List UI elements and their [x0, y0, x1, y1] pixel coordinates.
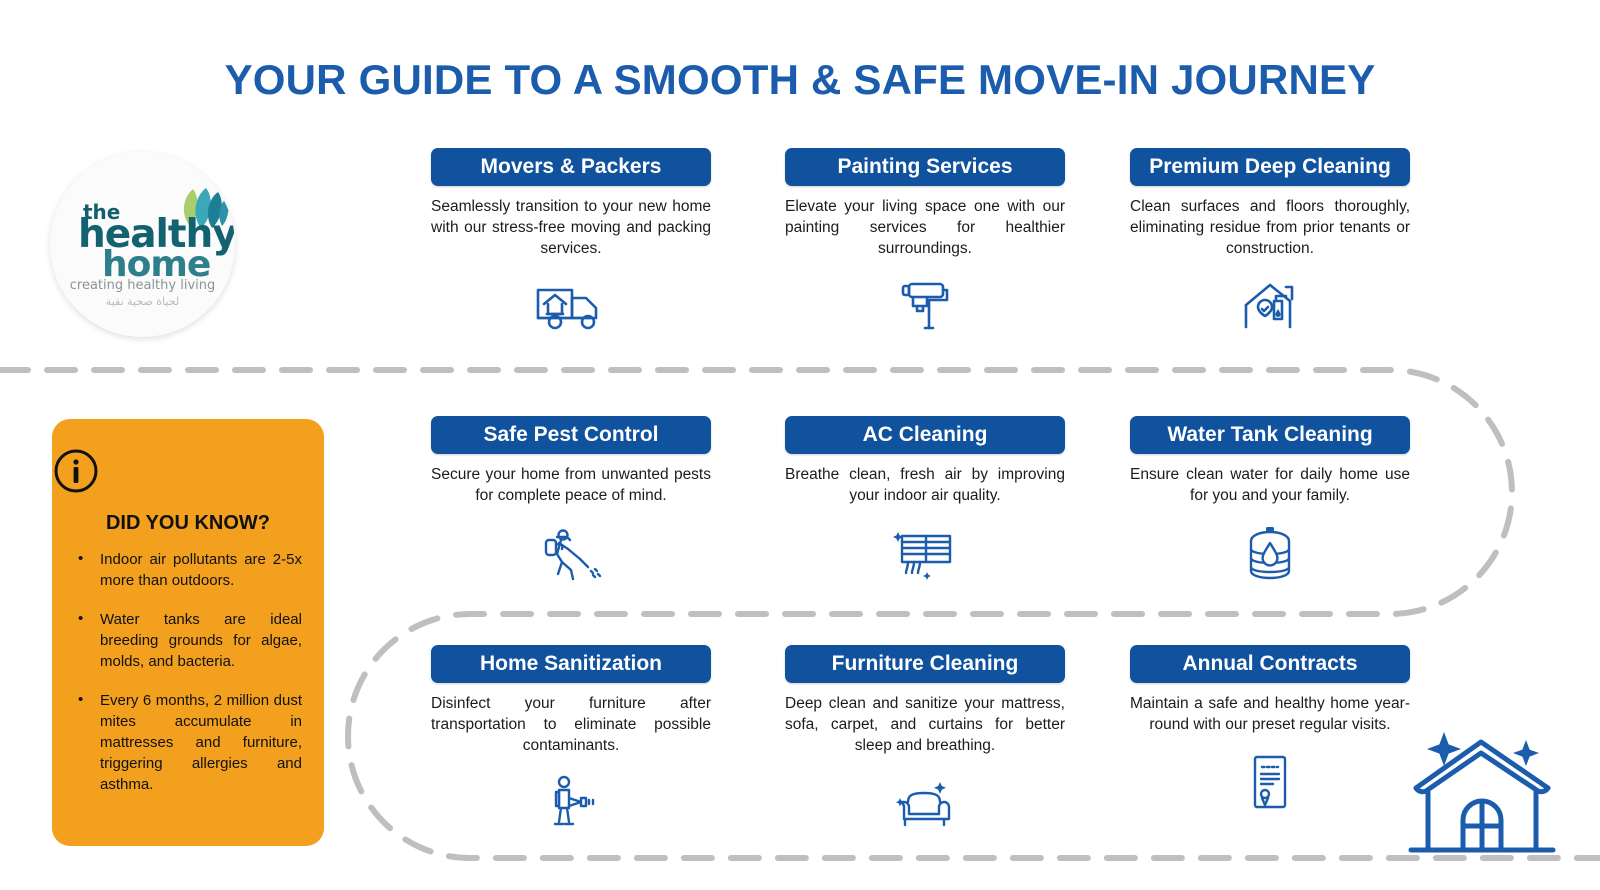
card-description: Disinfect your furniture after transport…	[431, 695, 711, 754]
contract-document-icon	[1130, 751, 1410, 813]
card-title: Water Tank Cleaning	[1130, 416, 1410, 454]
butterfly-leaf-icon	[183, 188, 229, 228]
pest-sprayer-worker-icon	[431, 522, 711, 584]
card-title: Premium Deep Cleaning	[1130, 148, 1410, 186]
list-item: Water tanks are ideal breeding grounds f…	[74, 608, 302, 672]
house-spray-bottle-icon	[1130, 275, 1410, 337]
did-you-know-heading: DID YOU KNOW?	[105, 512, 271, 534]
card-title: Furniture Cleaning	[785, 645, 1065, 683]
logo-tagline: creating healthy living	[69, 278, 216, 293]
card-description: Ensure clean water for daily home use fo…	[1130, 466, 1410, 504]
card-title: Annual Contracts	[1130, 645, 1410, 683]
card-description: Clean surfaces and floors thoroughly, el…	[1130, 198, 1410, 257]
list-item: Every 6 months, 2 million dust mites acc…	[74, 689, 302, 795]
moving-truck-icon	[431, 275, 711, 337]
card-title: Movers & Packers	[431, 148, 711, 186]
did-you-know-list: Indoor air pollutants are 2-5x more than…	[52, 548, 324, 795]
card-description: Secure your home from unwanted pests for…	[431, 466, 711, 504]
service-card-painting-services[interactable]: Painting Services Elevate your living sp…	[785, 148, 1065, 337]
service-card-annual-contracts[interactable]: Annual Contracts Maintain a safe and hea…	[1130, 645, 1410, 813]
card-title: AC Cleaning	[785, 416, 1065, 454]
card-title: Painting Services	[785, 148, 1065, 186]
service-card-safe-pest-control[interactable]: Safe Pest Control Secure your home from …	[431, 416, 711, 584]
logo-word-home: home	[102, 244, 211, 285]
card-title: Home Sanitization	[431, 645, 711, 683]
service-card-home-sanitization[interactable]: Home Sanitization Disinfect your furnitu…	[431, 645, 711, 834]
service-card-premium-deep-cleaning[interactable]: Premium Deep Cleaning Clean surfaces and…	[1130, 148, 1410, 337]
service-card-movers-packers[interactable]: Movers & Packers Seamlessly transition t…	[431, 148, 711, 337]
water-tank-droplet-icon	[1130, 522, 1410, 584]
card-description: Deep clean and sanitize your mattress, s…	[785, 695, 1065, 754]
service-card-furniture-cleaning[interactable]: Furniture Cleaning Deep clean and saniti…	[785, 645, 1065, 834]
card-description: Seamlessly transition to your new home w…	[431, 198, 711, 257]
service-card-ac-cleaning[interactable]: AC Cleaning Breathe clean, fresh air by …	[785, 416, 1065, 584]
card-description: Breathe clean, fresh air by improving yo…	[785, 466, 1065, 504]
sparkling-sofa-icon	[785, 772, 1065, 834]
logo-tagline-arabic: لحياة صحية نقية	[105, 295, 180, 308]
sanitization-fogger-worker-icon	[431, 772, 711, 834]
company-logo: the healthy home creating healthy living…	[50, 152, 235, 337]
card-description: Elevate your living space one with our p…	[785, 198, 1065, 257]
logo-word-the: the	[83, 200, 121, 224]
paint-roller-icon	[785, 275, 1065, 337]
info-circle-icon	[54, 449, 98, 493]
card-description: Maintain a safe and healthy home year-ro…	[1130, 695, 1410, 733]
service-card-water-tank-cleaning[interactable]: Water Tank Cleaning Ensure clean water f…	[1130, 416, 1410, 584]
list-item: Indoor air pollutants are 2-5x more than…	[74, 548, 302, 591]
logo-word-healthy: healthy	[78, 212, 235, 257]
air-conditioner-icon	[785, 522, 1065, 584]
sparkling-house-icon	[1408, 732, 1556, 853]
did-you-know-panel: DID YOU KNOW? Indoor air pollutants are …	[52, 419, 324, 846]
page-title: YOUR GUIDE TO A SMOOTH & SAFE MOVE-IN JO…	[224, 56, 1376, 103]
card-title: Safe Pest Control	[431, 416, 711, 454]
